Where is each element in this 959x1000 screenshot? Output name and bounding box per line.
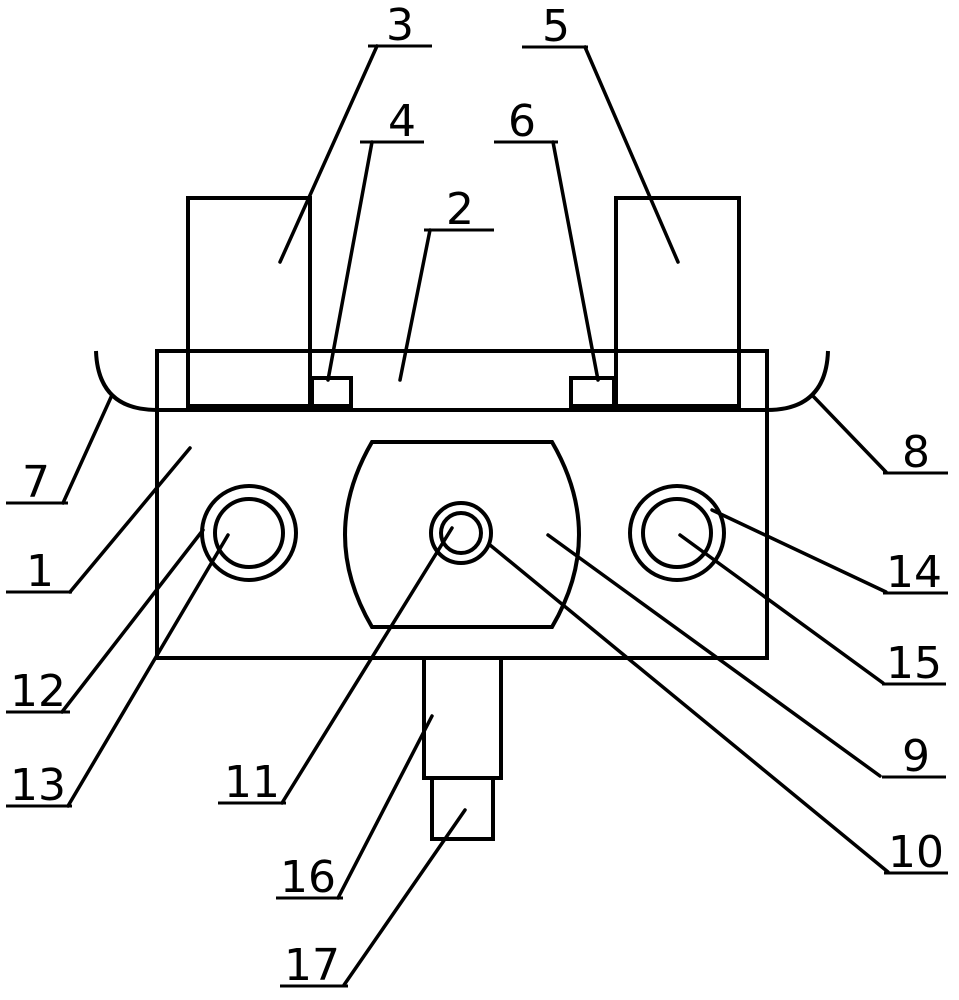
left-hook (94, 350, 158, 412)
label-9: 9 (902, 731, 930, 782)
left-ring-inner (213, 497, 285, 569)
center-plate (343, 440, 581, 629)
label-3: 3 (386, 0, 414, 51)
label-15: 15 (886, 638, 942, 689)
label-10: 10 (888, 827, 944, 878)
label-underlines (6, 44, 948, 988)
left-block (186, 196, 312, 408)
top-plate (155, 349, 769, 412)
label-5: 5 (542, 1, 570, 52)
label-6: 6 (508, 96, 536, 147)
shaft-tip (430, 776, 495, 841)
label-1: 1 (26, 546, 54, 597)
label-13: 13 (10, 760, 66, 811)
right-ring-outer (628, 484, 726, 582)
label-4: 4 (388, 96, 416, 147)
label-7: 7 (22, 457, 50, 508)
label-11: 11 (224, 757, 280, 808)
label-14: 14 (886, 547, 942, 598)
center-ring-outer (429, 501, 493, 565)
label-2: 2 (446, 184, 474, 235)
label-12: 12 (10, 666, 66, 717)
right-ring-inner (641, 497, 713, 569)
label-8: 8 (902, 427, 930, 478)
label-17: 17 (284, 940, 340, 991)
part-labels: 3 4 5 6 2 7 8 1 12 13 11 14 15 9 10 16 1… (10, 0, 944, 991)
right-pad (569, 376, 616, 408)
right-block (614, 196, 741, 408)
leader-lines (60, 44, 890, 987)
center-ring-inner (439, 511, 483, 555)
body-block (155, 408, 769, 660)
shaft (422, 656, 503, 780)
left-pad (310, 376, 353, 408)
label-16: 16 (280, 852, 336, 903)
